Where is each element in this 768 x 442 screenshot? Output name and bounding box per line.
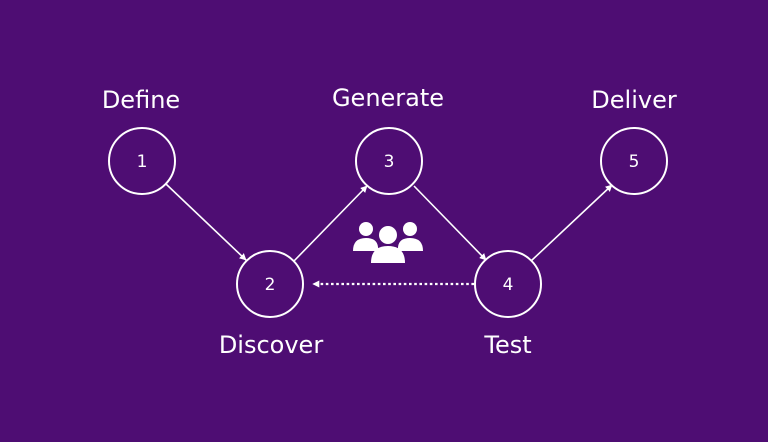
step-node-4: 4 [474, 250, 542, 318]
step-number-1: 1 [137, 152, 148, 172]
step-node-5: 5 [600, 127, 668, 195]
edge-1-to-2 [165, 183, 247, 261]
step-node-1: 1 [108, 127, 176, 195]
step-node-3: 3 [355, 127, 423, 195]
step-label-define: Define [102, 86, 180, 114]
step-number-2: 2 [265, 275, 276, 295]
edge-2-to-3 [293, 185, 368, 262]
edge-4-to-5 [530, 184, 613, 262]
user-group-icon [353, 222, 423, 263]
step-label-test: Test [483, 331, 531, 359]
step-label-discover: Discover [219, 331, 324, 359]
step-node-2: 2 [236, 250, 304, 318]
step-label-deliver: Deliver [591, 86, 677, 114]
edge-3-to-4 [413, 185, 487, 261]
step-label-generate: Generate [332, 84, 444, 112]
step-number-3: 3 [384, 152, 395, 172]
step-number-4: 4 [503, 275, 514, 295]
step-number-5: 5 [629, 152, 640, 172]
